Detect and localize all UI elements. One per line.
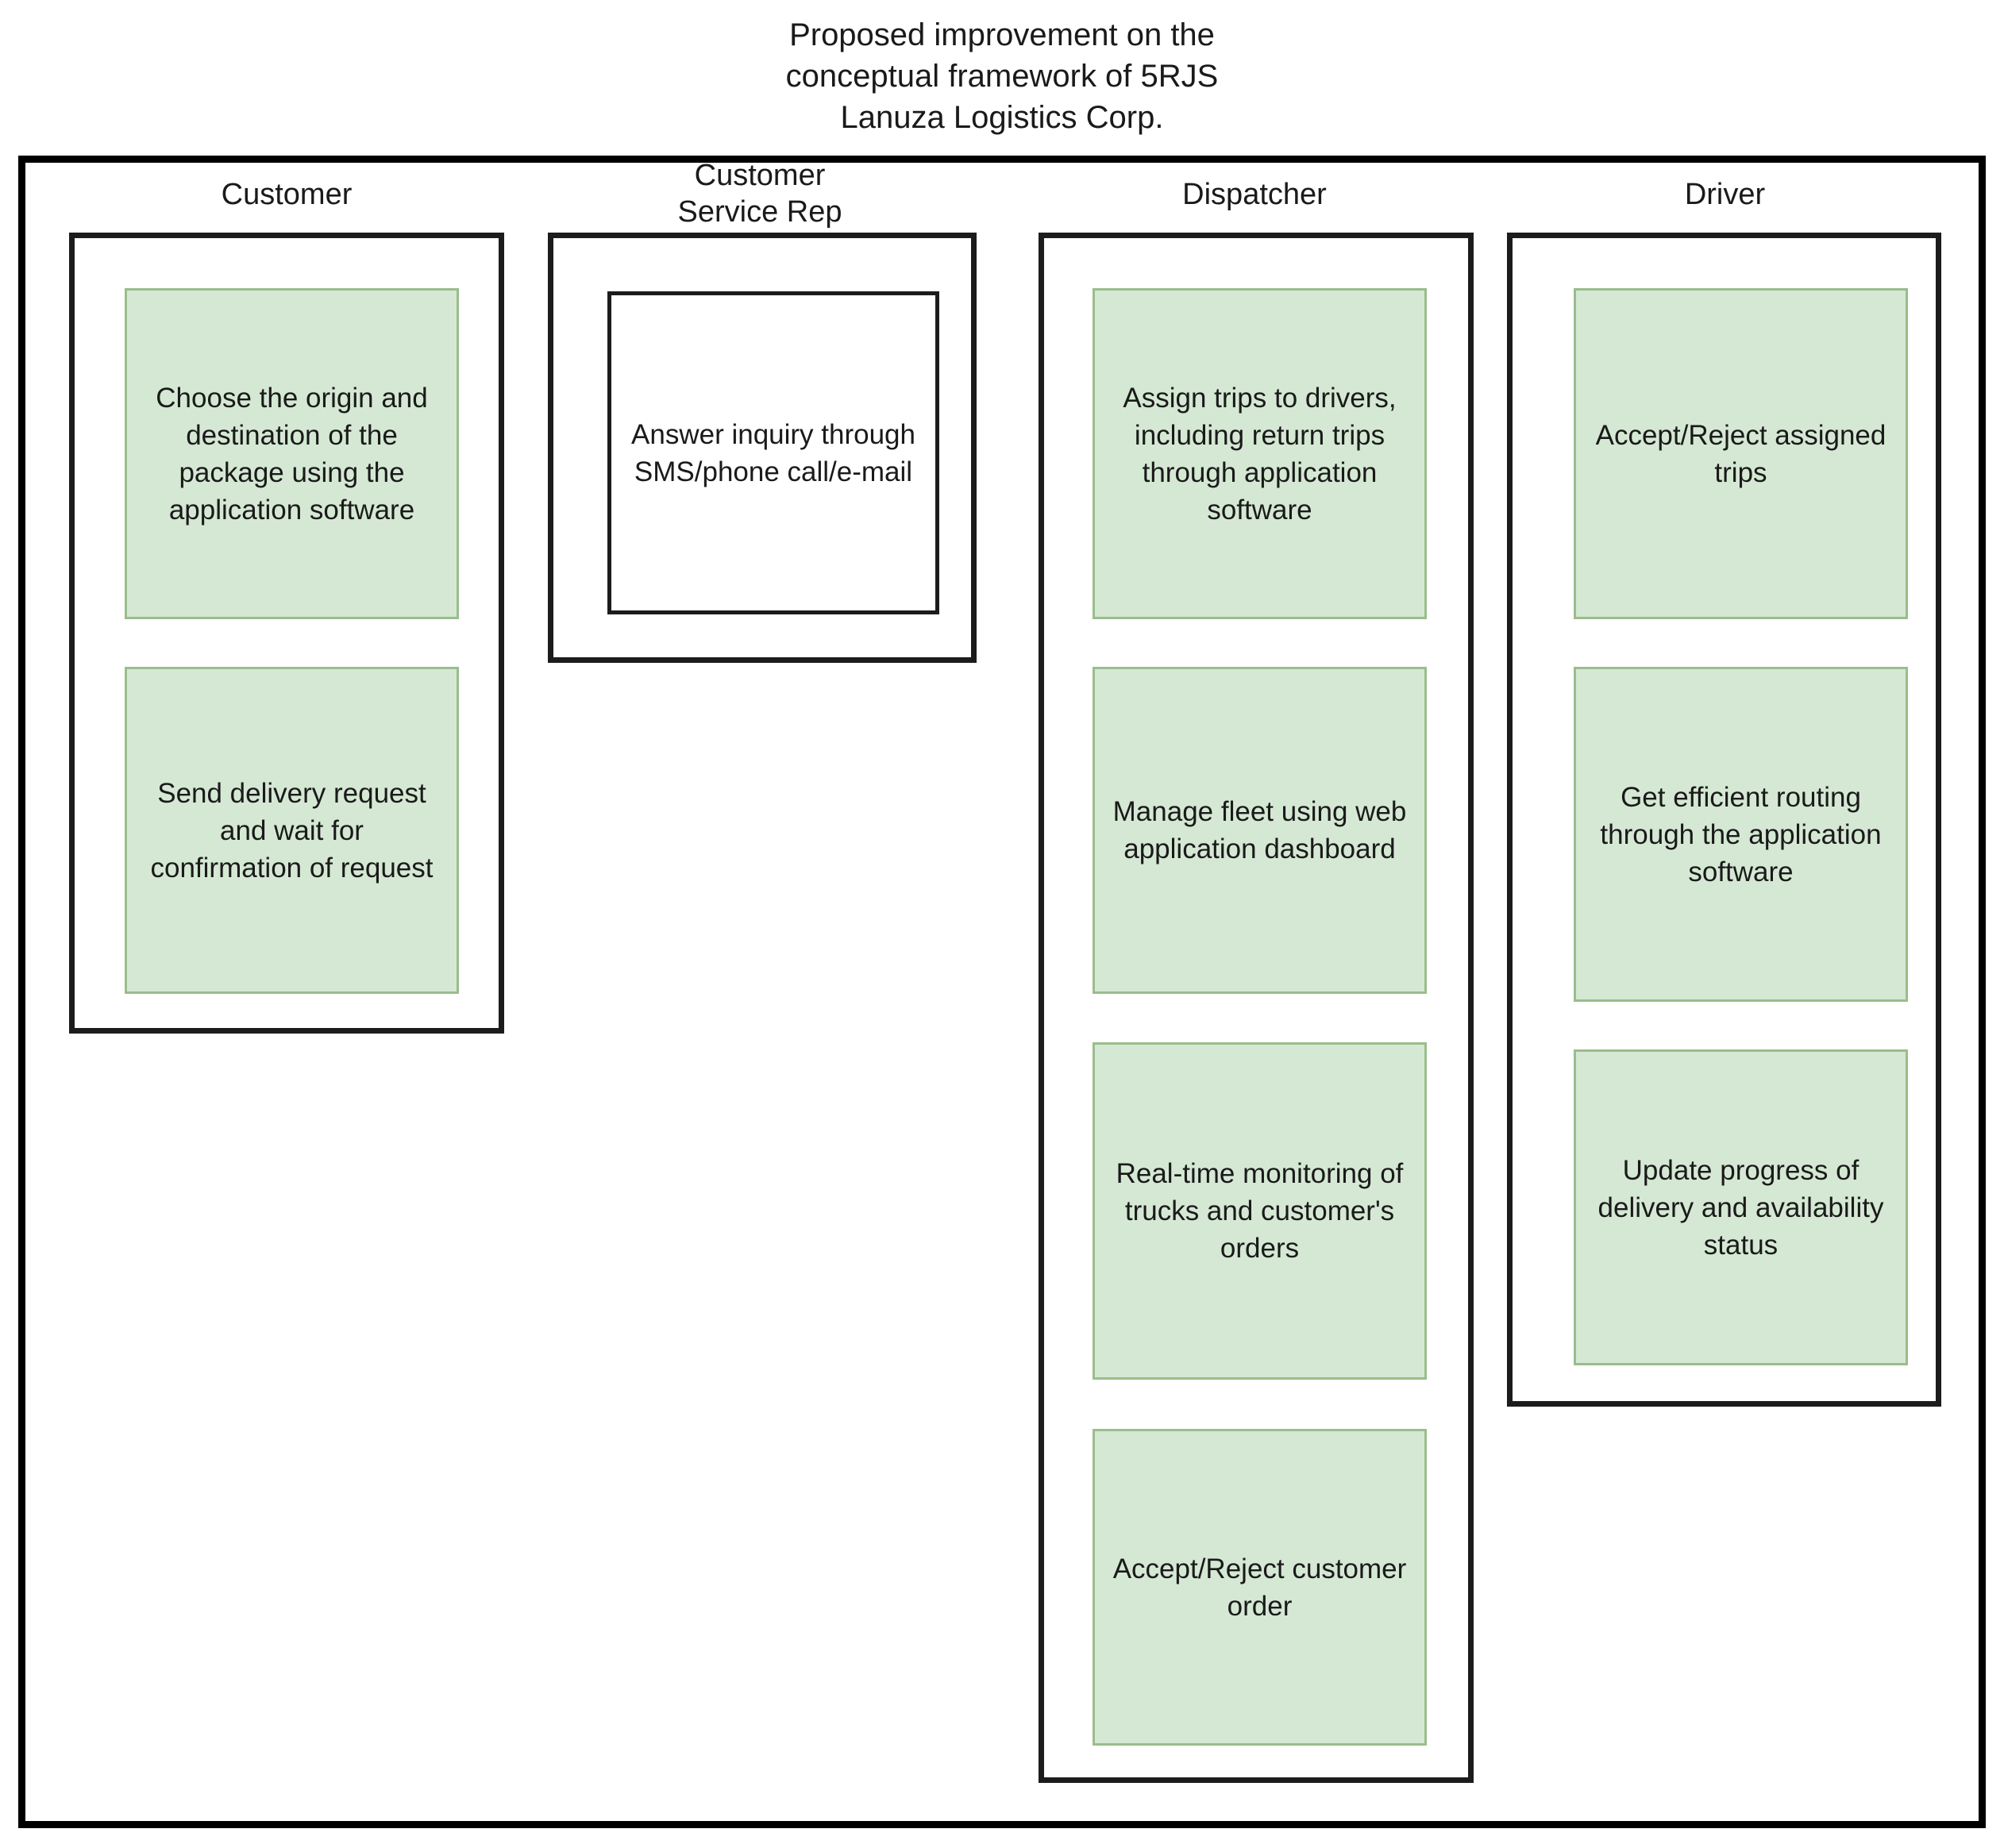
lane-customer-service-rep: Answer inquiry through SMS/phone call/e-… — [548, 233, 977, 663]
dispatcher-task-3[interactable]: Real-time monitoring of trucks and custo… — [1093, 1042, 1427, 1380]
driver-task-2[interactable]: Get efficient routing through the applic… — [1574, 667, 1908, 1002]
customer-task-2[interactable]: Send delivery request and wait for confi… — [125, 667, 459, 994]
customer-task-1[interactable]: Choose the origin and destination of the… — [125, 288, 459, 619]
lane-dispatcher: Assign trips to drivers, including retur… — [1039, 233, 1474, 1783]
lane-header-driver: Driver — [1684, 178, 1766, 211]
dispatcher-task-2[interactable]: Manage fleet using web application dashb… — [1093, 667, 1427, 994]
dispatcher-task-4[interactable]: Accept/Reject customer order — [1093, 1429, 1427, 1746]
csr-task-1[interactable]: Answer inquiry through SMS/phone call/e-… — [607, 291, 939, 614]
lane-customer: Choose the origin and destination of the… — [69, 233, 504, 1034]
lane-driver: Accept/Reject assigned trips Get efficie… — [1507, 233, 1941, 1407]
lane-header-customer-service-rep: Customer Service Rep — [677, 159, 842, 229]
driver-task-1[interactable]: Accept/Reject assigned trips — [1574, 288, 1908, 619]
lane-header-dispatcher: Dispatcher — [1182, 178, 1327, 211]
lane-header-customer: Customer — [221, 178, 353, 211]
driver-task-3[interactable]: Update progress of delivery and availabi… — [1574, 1049, 1908, 1365]
diagram-title: Proposed improvement on the conceptual f… — [785, 17, 1219, 135]
dispatcher-task-1[interactable]: Assign trips to drivers, including retur… — [1093, 288, 1427, 619]
